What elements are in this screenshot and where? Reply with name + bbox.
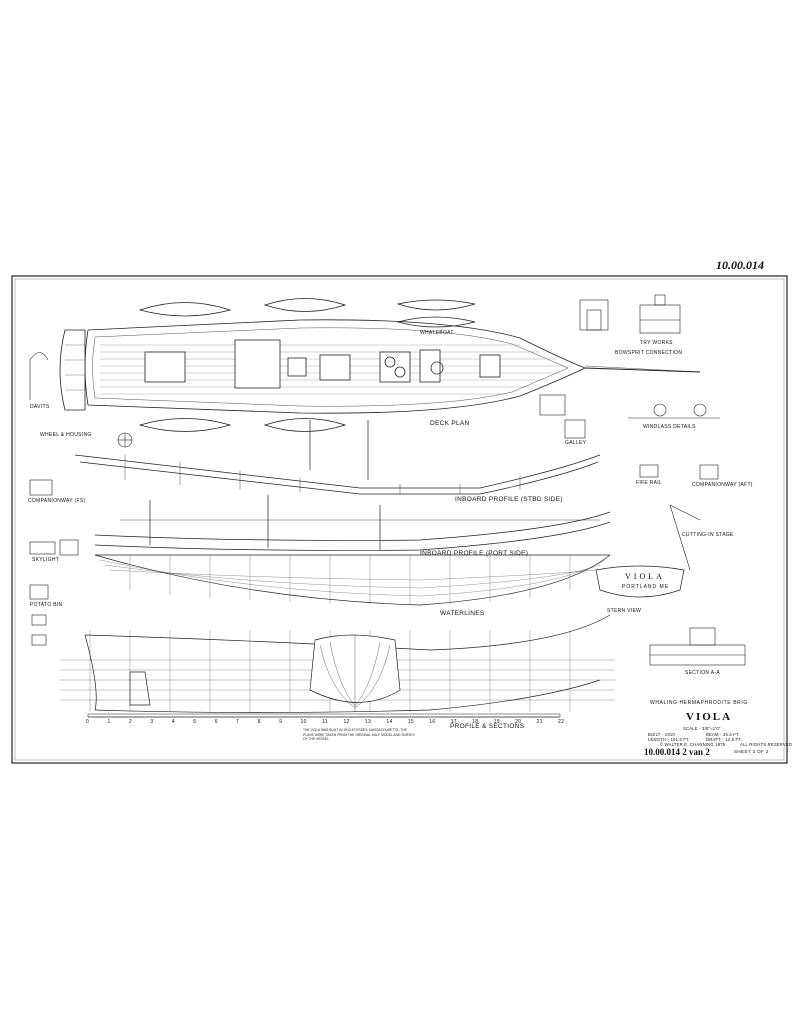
section-aa <box>649 627 746 666</box>
scale-number: 17 <box>450 719 457 725</box>
inboard-profile-port <box>94 495 611 551</box>
label-wheel-housing: WHEEL & HOUSING <box>40 432 92 438</box>
scale-number: 4 <box>171 719 175 725</box>
profile-sections-view <box>60 614 615 718</box>
label-inboard-profile-port: INBOARD PROFILE (PORT SIDE) <box>420 550 529 557</box>
scale-number: 2 <box>128 719 132 725</box>
title-block-length: LENGTH - 101.5 FT. <box>648 737 690 742</box>
label-cutting-in-stage: CUTTING-IN STAGE <box>682 532 734 538</box>
label-whaleboat: WHALEBOAT <box>420 330 454 336</box>
scale-number: 3 <box>150 719 154 725</box>
stern-board-name: VIOLA <box>625 572 665 581</box>
scale-number: 1 <box>107 719 111 725</box>
title-block-beam: BEAM - 25.5 FT. <box>706 732 740 737</box>
drawing-notes: THE VIOLA WAS BUILT IN 1910 AT ESSEX, MA… <box>303 728 415 741</box>
label-waterlines: WATERLINES <box>440 610 485 617</box>
label-fife-rail: FIFE RAIL <box>636 480 663 486</box>
title-block-subtitle: WHALING HERMAPHRODITE BRIG <box>650 700 748 706</box>
label-bowsprit-connection: BOWSPRIT CONNECTION <box>615 350 683 356</box>
deck-plan <box>59 298 701 432</box>
label-galley: GALLEY <box>565 440 587 446</box>
scale-number: 0 <box>86 719 90 725</box>
scale-number: 6 <box>214 719 218 725</box>
label-try-works: TRY WORKS <box>640 340 673 346</box>
label-potato-bin: POTATO BIN <box>30 602 63 608</box>
scale-number: 15 <box>407 719 414 725</box>
waterlines-view <box>94 554 611 606</box>
inboard-profile-stbd <box>74 420 601 495</box>
title-block-scale: SCALE - 3/8"=1'0" <box>683 726 721 731</box>
small-details <box>29 352 719 646</box>
sheet-number: 10.00.014 2 van 2 <box>644 747 710 757</box>
scale-number: 14 <box>386 719 393 725</box>
scale-number: 8 <box>257 719 261 725</box>
scale-number: 16 <box>429 719 436 725</box>
title-block-copyright: © WALTER E. CHANNING 1975 <box>660 742 726 747</box>
try-works-drawing <box>539 294 720 419</box>
label-stern-view: STERN VIEW <box>607 608 642 614</box>
scale-number: 12 <box>343 719 350 725</box>
scale-number: 21 <box>536 719 543 725</box>
stern-view <box>595 565 685 598</box>
label-skylight: SKYLIGHT <box>32 557 60 563</box>
sheet-label: SHEET 2 OF 2 <box>734 749 769 754</box>
label-companionway-fs: COMPANIONWAY (FS) <box>28 498 86 504</box>
scale-number: 11 <box>322 719 328 725</box>
scale-number: 19 <box>493 719 500 725</box>
scale-number: 9 <box>279 719 283 725</box>
scale-number: 10 <box>300 719 307 725</box>
label-windlass-details: WINDLASS DETAILS <box>643 424 696 430</box>
scale-number: 5 <box>193 719 197 725</box>
title-block-rights: ALL RIGHTS RESERVED <box>740 742 793 747</box>
label-inboard-profile-stbd: INBOARD PROFILE (STBD SIDE) <box>455 496 563 503</box>
label-section-aa: SECTION A-A <box>685 670 720 676</box>
stern-board-port: PORTLAND ME <box>622 584 670 590</box>
label-profile-sections: PROFILE & SECTIONS <box>450 723 525 730</box>
label-companionway-aft: COMPANIONWAY (AFT) <box>692 482 753 488</box>
scale-number: 13 <box>364 719 372 725</box>
scale-number: 18 <box>472 719 479 725</box>
reference-number: 10.00.014 <box>716 258 764 272</box>
title-block-built: BUILT - 1910 <box>648 732 675 737</box>
title-block-title: VIOLA <box>686 711 733 723</box>
scale-number: 22 <box>558 719 565 725</box>
label-deck-plan: DECK PLAN <box>430 420 470 427</box>
scale-number: 20 <box>515 719 522 725</box>
title-block-draft: DRAFT - 12.5 FT. <box>706 737 742 742</box>
scale-number: 7 <box>236 719 240 725</box>
label-davits: DAVITS <box>30 404 50 410</box>
